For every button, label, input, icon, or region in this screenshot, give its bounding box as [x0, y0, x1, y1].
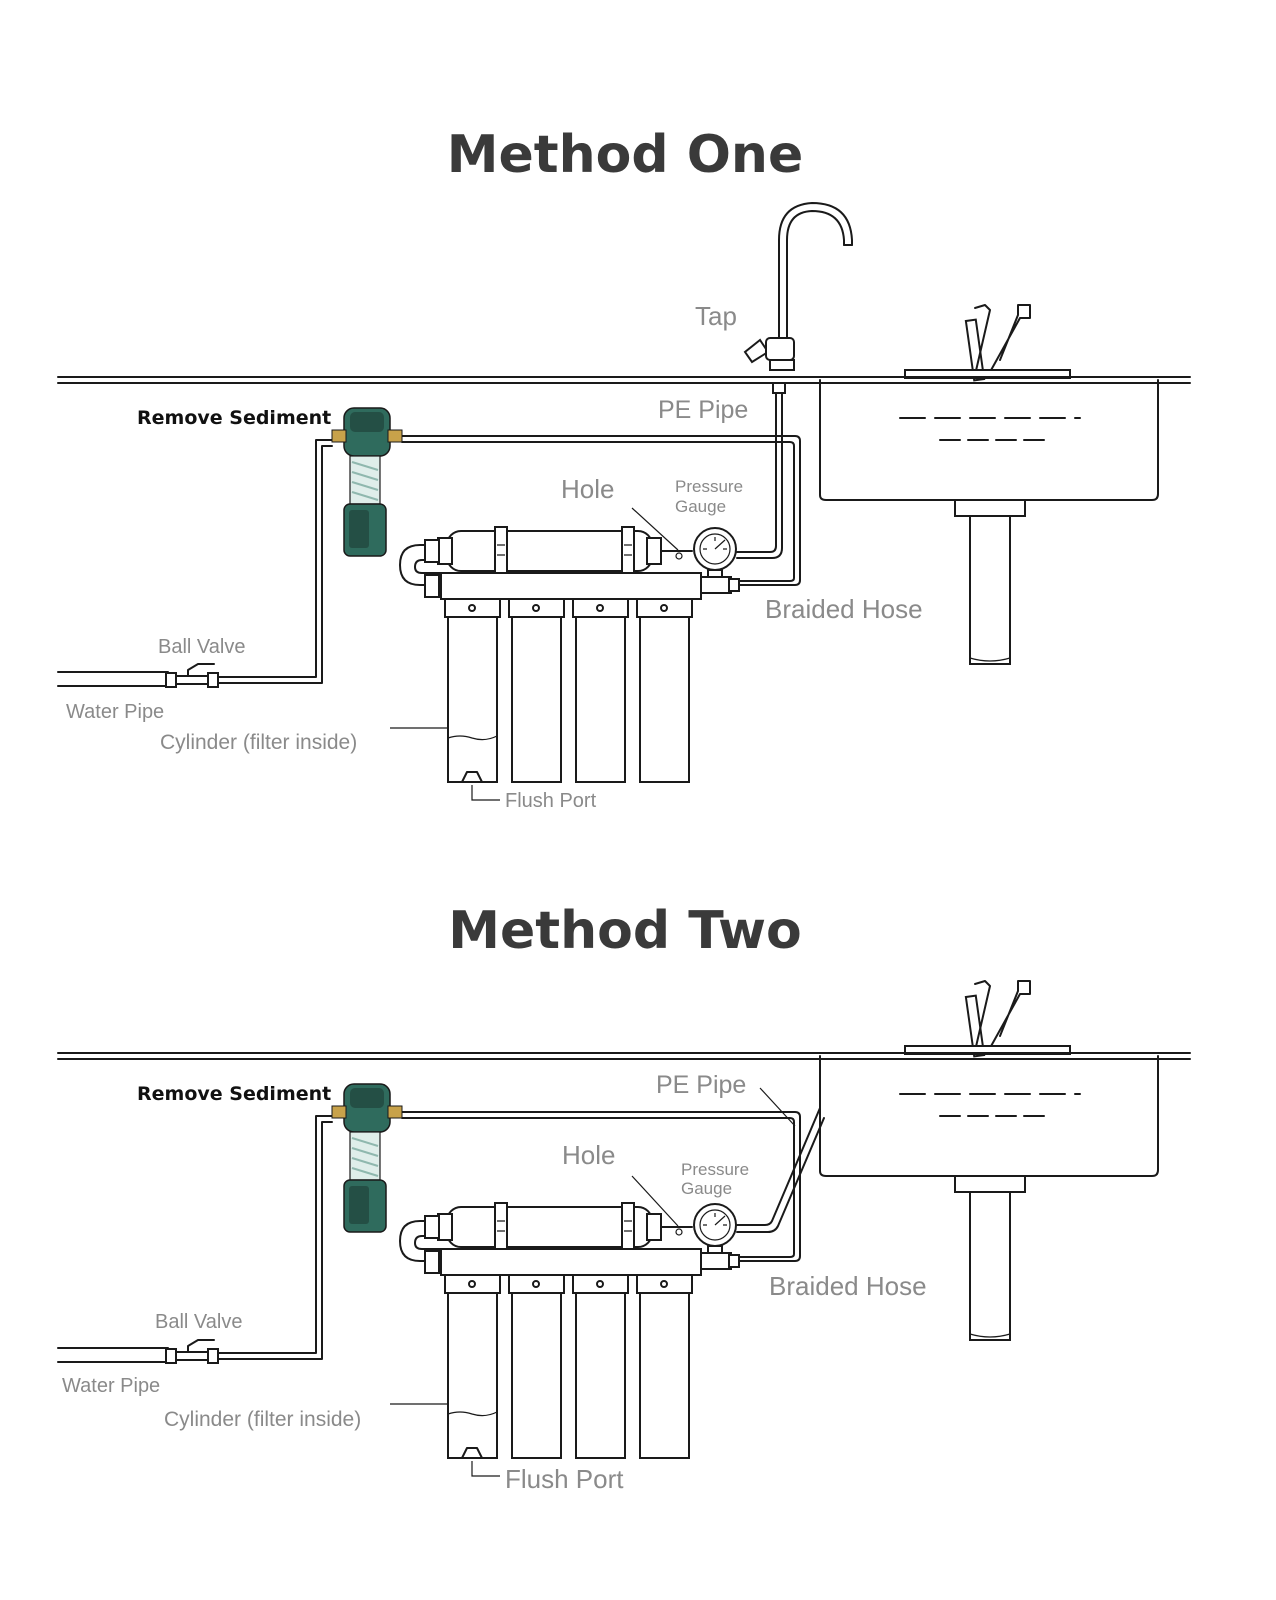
pe-pipe-label: PE Pipe: [656, 1071, 746, 1099]
method-one-panel: Method One Tap PE Pipe: [57, 125, 1191, 812]
method-one-title: Method One: [447, 125, 803, 185]
hole-label: Hole: [561, 474, 614, 504]
braided-hose-label: Braided Hose: [769, 1271, 927, 1301]
braided-hose: [401, 1111, 801, 1262]
pe-pipe-label: PE Pipe: [658, 396, 748, 424]
water-pipe-label: Water Pipe: [66, 701, 164, 723]
filter-unit: [399, 1202, 740, 1459]
method-two-title: Method Two: [448, 901, 801, 961]
pressure-gauge-label-2: Gauge: [681, 1179, 732, 1198]
method-two-panel: Method Two PE Pipe Remove Sediment Hole …: [57, 901, 1191, 1494]
pe-pipe: [736, 392, 777, 553]
flush-port-label: Flush Port: [505, 790, 597, 812]
remove-sediment-label: Remove Sediment: [137, 407, 331, 429]
sediment-prefilter: [331, 1083, 403, 1233]
tap-faucet: [743, 202, 853, 394]
tap-label: Tap: [695, 301, 737, 331]
ball-valve-label: Ball Valve: [155, 1311, 242, 1333]
braided-hose-label: Braided Hose: [765, 594, 923, 624]
sediment-prefilter: [331, 407, 403, 557]
cylinder-label: Cylinder (filter inside): [160, 731, 357, 754]
remove-sediment-label: Remove Sediment: [137, 1083, 331, 1105]
pressure-gauge-label-2: Gauge: [675, 497, 726, 516]
pressure-gauge-label: Pressure: [681, 1160, 749, 1179]
braided-hose: [401, 435, 801, 586]
pressure-gauge-label: Pressure: [675, 477, 743, 496]
water-pipe-label: Water Pipe: [62, 1375, 160, 1397]
hole-label: Hole: [562, 1140, 615, 1170]
flush-port-label: Flush Port: [505, 1464, 624, 1494]
ball-valve-label: Ball Valve: [158, 636, 245, 658]
pe-pipe: [736, 1107, 821, 1226]
cylinder-label: Cylinder (filter inside): [164, 1408, 361, 1431]
filter-unit: [399, 526, 740, 783]
